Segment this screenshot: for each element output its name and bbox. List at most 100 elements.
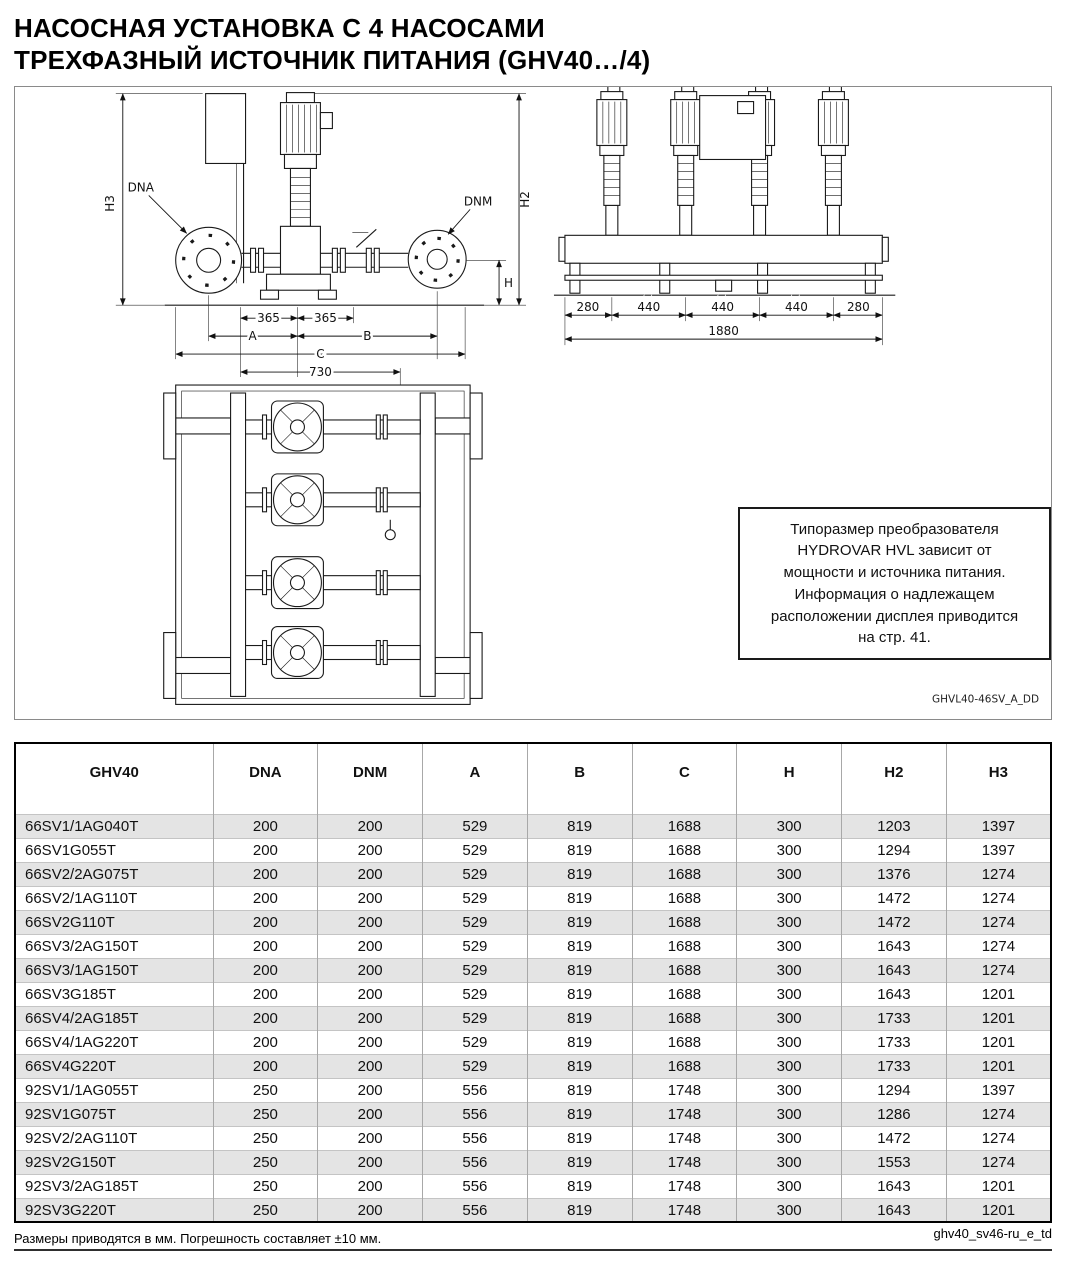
value-cell: 250 bbox=[212, 1149, 318, 1175]
value-cell: 300 bbox=[736, 981, 842, 1007]
value-cell: 1201 bbox=[945, 1029, 1051, 1055]
value-cell: 200 bbox=[212, 1053, 318, 1079]
column-header: H3 bbox=[945, 743, 1051, 802]
value-cell: 250 bbox=[212, 1125, 318, 1151]
value-cell: 200 bbox=[212, 933, 318, 959]
note-line-4: Информация о надлежащем bbox=[794, 585, 995, 603]
value-cell: 1688 bbox=[631, 813, 737, 839]
column-header: DNM bbox=[317, 743, 423, 802]
value-cell: 1397 bbox=[945, 837, 1051, 863]
bottom-rule bbox=[14, 1249, 1052, 1252]
value-cell: 1286 bbox=[841, 1101, 947, 1127]
model-cell: 66SV2/2AG075T bbox=[15, 861, 213, 887]
value-cell: 1397 bbox=[945, 1077, 1051, 1103]
drawing-code: GHVL40-46SV_A_DD bbox=[932, 694, 1039, 706]
value-cell: 1201 bbox=[945, 981, 1051, 1007]
side-view bbox=[553, 87, 896, 297]
dim-label-1880: 1880 bbox=[708, 325, 738, 339]
dim-label-dna: DNA bbox=[128, 181, 155, 195]
value-cell: 819 bbox=[526, 1125, 632, 1151]
value-cell: 1748 bbox=[631, 1173, 737, 1199]
value-cell: 819 bbox=[526, 1029, 632, 1055]
value-cell: 1201 bbox=[945, 1173, 1051, 1199]
value-cell: 1748 bbox=[631, 1101, 737, 1127]
value-cell: 200 bbox=[212, 909, 318, 935]
value-cell: 200 bbox=[317, 1149, 423, 1175]
value-cell: 200 bbox=[212, 981, 318, 1007]
value-cell: 200 bbox=[212, 861, 318, 887]
value-cell: 200 bbox=[212, 1029, 318, 1055]
value-cell: 1274 bbox=[945, 1125, 1051, 1151]
note-line-1: Типоразмер преобразователя bbox=[790, 520, 999, 538]
value-cell: 300 bbox=[736, 1197, 842, 1223]
value-cell: 819 bbox=[526, 885, 632, 911]
value-cell: 819 bbox=[526, 957, 632, 983]
value-cell: 1643 bbox=[841, 1173, 947, 1199]
value-cell: 1553 bbox=[841, 1149, 947, 1175]
value-cell: 200 bbox=[317, 1029, 423, 1055]
dim-label-280-left: 280 bbox=[576, 301, 599, 315]
value-cell: 1203 bbox=[841, 813, 947, 839]
value-cell: 529 bbox=[422, 885, 528, 911]
value-cell: 1294 bbox=[841, 837, 947, 863]
model-cell: 92SV1G075T bbox=[15, 1101, 213, 1127]
front-view bbox=[164, 92, 485, 307]
value-cell: 300 bbox=[736, 813, 842, 839]
value-cell: 1748 bbox=[631, 1077, 737, 1103]
value-cell: 819 bbox=[526, 1197, 632, 1223]
value-cell: 1376 bbox=[841, 861, 947, 887]
value-cell: 250 bbox=[212, 1077, 318, 1103]
value-cell: 819 bbox=[526, 1149, 632, 1175]
value-cell: 1274 bbox=[945, 861, 1051, 887]
hydrovar-note: Типоразмер преобразователя HYDROVAR HVL … bbox=[738, 507, 1051, 661]
value-cell: 200 bbox=[317, 933, 423, 959]
side-dimensions: 280 440 440 440 280 1880 bbox=[564, 297, 883, 346]
value-cell: 300 bbox=[736, 1125, 842, 1151]
value-cell: 819 bbox=[526, 981, 632, 1007]
value-cell: 529 bbox=[422, 957, 528, 983]
value-cell: 529 bbox=[422, 909, 528, 935]
value-cell: 250 bbox=[212, 1101, 318, 1127]
value-cell: 200 bbox=[212, 813, 318, 839]
dim-label-h3: H3 bbox=[103, 196, 117, 213]
value-cell: 200 bbox=[212, 885, 318, 911]
value-cell: 250 bbox=[212, 1173, 318, 1199]
value-cell: 1748 bbox=[631, 1197, 737, 1223]
dim-label-440-3: 440 bbox=[785, 301, 808, 315]
dim-label-365-left: 365 bbox=[257, 312, 280, 326]
top-view bbox=[163, 384, 483, 706]
value-cell: 1748 bbox=[631, 1149, 737, 1175]
value-cell: 1688 bbox=[631, 933, 737, 959]
value-cell: 1688 bbox=[631, 1053, 737, 1079]
value-cell: 300 bbox=[736, 1077, 842, 1103]
dim-label-730: 730 bbox=[309, 366, 332, 380]
column-header: B bbox=[526, 743, 632, 802]
column-header: A bbox=[422, 743, 528, 802]
value-cell: 556 bbox=[422, 1197, 528, 1223]
page-footer: Размеры приводятся в мм. Погрешность сос… bbox=[14, 1226, 1052, 1247]
dim-label-365-right: 365 bbox=[314, 312, 337, 326]
model-cell: 66SV4G220T bbox=[15, 1053, 213, 1079]
value-cell: 529 bbox=[422, 933, 528, 959]
value-cell: 1472 bbox=[841, 885, 947, 911]
model-cell: 92SV3/2AG185T bbox=[15, 1173, 213, 1199]
model-cell: 66SV2/1AG110T bbox=[15, 885, 213, 911]
value-cell: 200 bbox=[317, 885, 423, 911]
technical-drawing-panel: H3 DNA DNM H2 H 365 365 A B C 730 bbox=[14, 86, 1052, 721]
value-cell: 300 bbox=[736, 1029, 842, 1055]
note-line-2: HYDROVAR HVL зависит от bbox=[797, 542, 992, 560]
value-cell: 200 bbox=[317, 1173, 423, 1199]
value-cell: 529 bbox=[422, 1053, 528, 1079]
value-cell: 300 bbox=[736, 1005, 842, 1031]
hydrovar-drive-box bbox=[699, 95, 767, 161]
footer-note: Размеры приводятся в мм. Погрешность сос… bbox=[14, 1231, 382, 1247]
value-cell: 1688 bbox=[631, 957, 737, 983]
value-cell: 1472 bbox=[841, 1125, 947, 1151]
